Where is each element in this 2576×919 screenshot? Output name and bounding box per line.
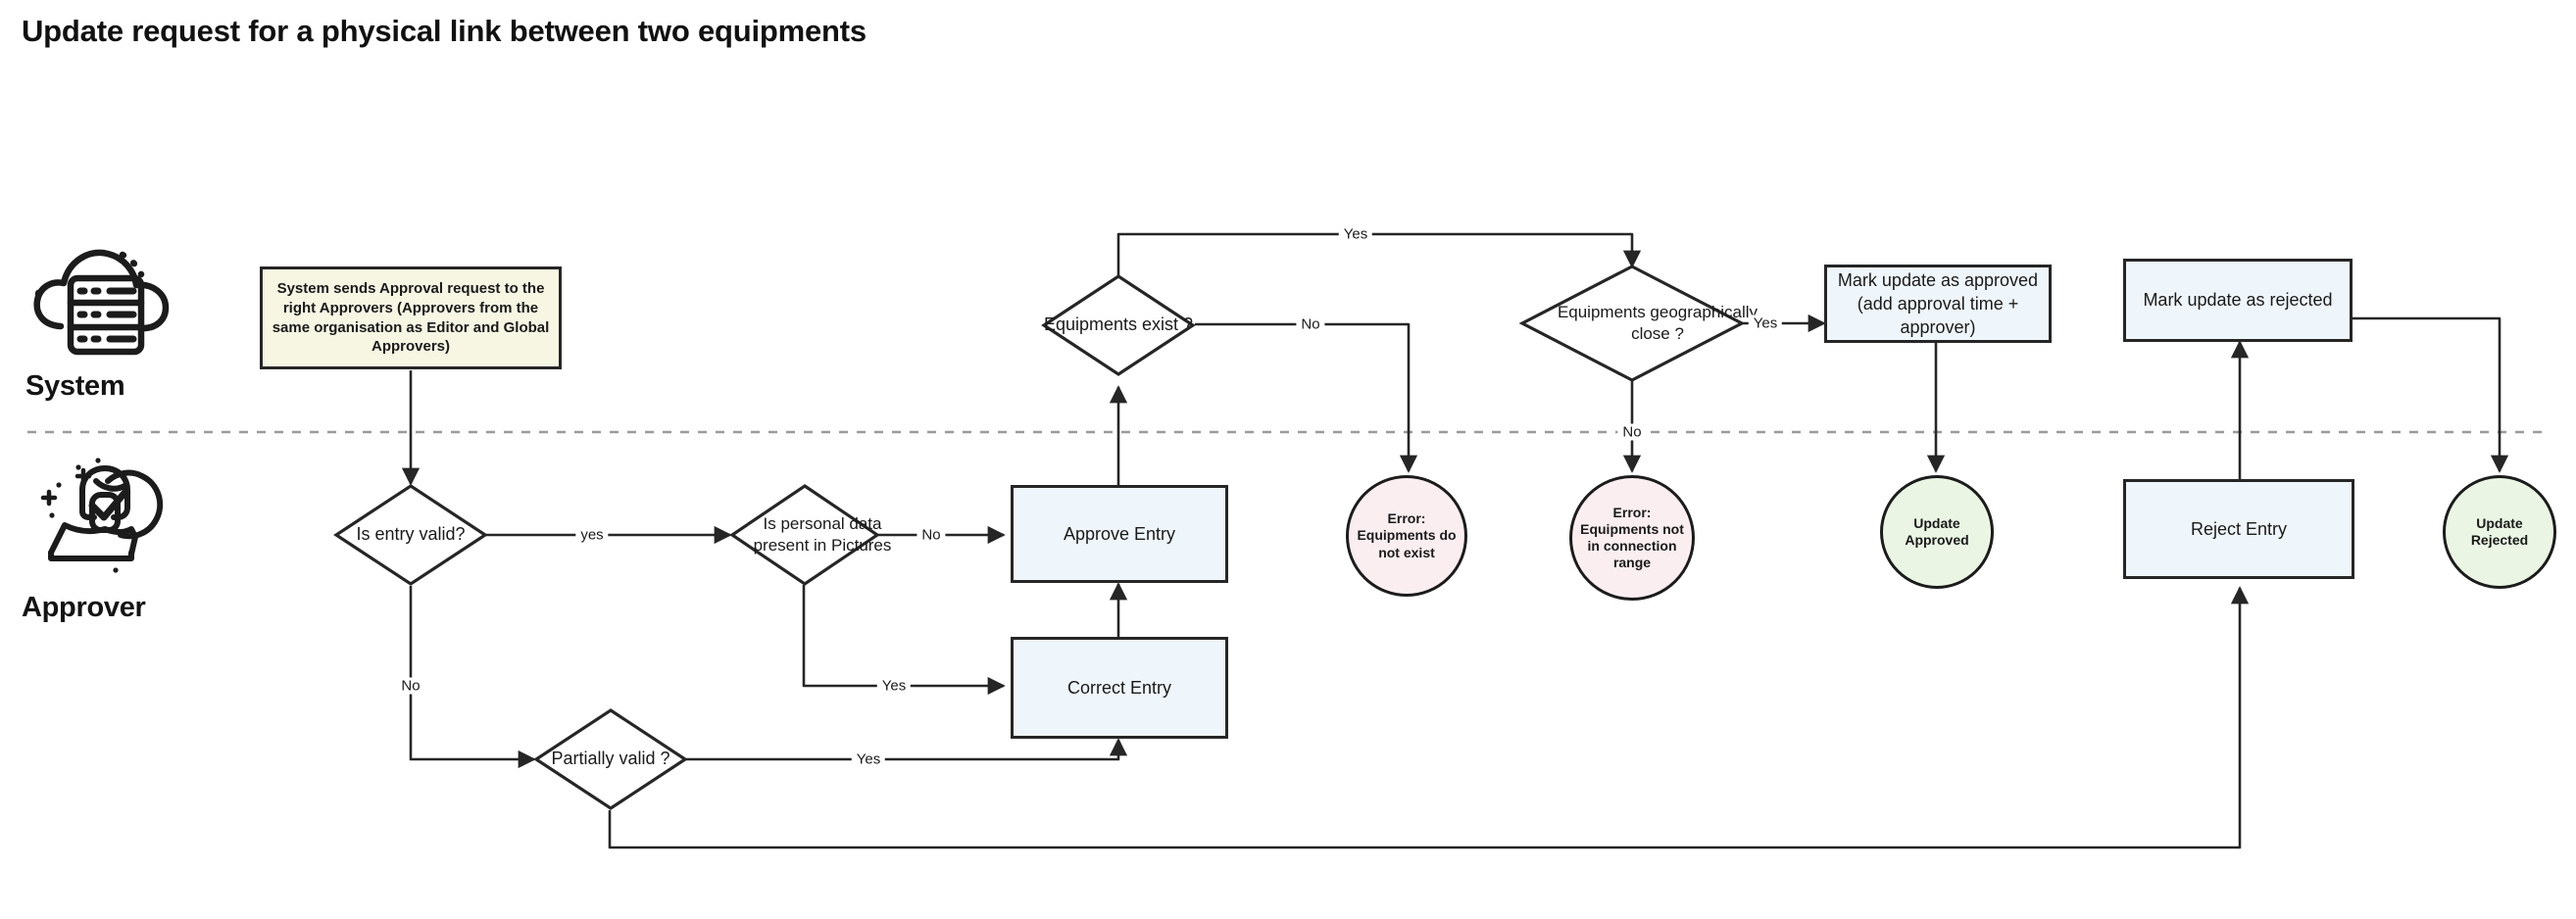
node-update-rejected[interactable]: Update Rejected (2443, 475, 2556, 589)
edge-partiallyvalid-yes (686, 738, 1128, 761)
edge-equipmentsexist-no (1195, 322, 1418, 473)
edge-label-partially-valid-yes: Yes (851, 750, 886, 768)
page-title: Update request for a physical link betwe… (22, 14, 867, 48)
node-partially-valid[interactable]: Partially valid ? (533, 708, 688, 810)
node-mark-update-as-approved[interactable]: Mark update as approved (add approval ti… (1824, 265, 2052, 343)
node-reject-entry[interactable]: Reject Entry (2123, 479, 2354, 579)
edge-label-equipments-exist-no: No (1296, 315, 1325, 333)
edge-markrejected-to-updaterejected (2353, 316, 2509, 473)
edge-partiallyvalid-no (608, 586, 2250, 849)
node-mark-update-as-rejected[interactable]: Mark update as rejected (2123, 259, 2353, 342)
edge-label-equipments-close-no: No (1617, 423, 1647, 441)
edge-isentryvalid-no (409, 586, 536, 769)
node-correct-entry[interactable]: Correct Entry (1011, 637, 1228, 739)
node-update-approved[interactable]: Update Approved (1880, 475, 1994, 589)
node-error-equipments-do-not-exist[interactable]: Error: Equipments do not exist (1346, 475, 1467, 597)
edge-equipmentsexist-yes (1116, 232, 1642, 291)
edge-label-entry-valid-no: No (396, 677, 425, 695)
edge-label-equipments-exist-yes: Yes (1338, 225, 1373, 243)
lane-label-approver: Approver (22, 592, 146, 623)
node-system-note[interactable]: System sends Approval request to the rig… (260, 266, 562, 369)
lane-label-system: System (25, 370, 125, 402)
node-equipments-geographically-close[interactable]: Equipments geographically close ? (1518, 265, 1758, 382)
cloud-server-icon (27, 235, 174, 367)
edge-label-personal-data-no: No (916, 526, 946, 544)
node-is-entry-valid[interactable]: Is entry valid? (333, 484, 488, 586)
node-equipments-exist[interactable]: Equipments exist ? (1041, 274, 1196, 376)
user-approved-icon (22, 451, 178, 588)
node-error-equipments-not-in-connection-range[interactable]: Error: Equipments not in connection rang… (1569, 475, 1695, 601)
edge-label-entry-valid-yes: yes (575, 526, 609, 544)
node-is-personal-data-present[interactable]: Is personal data present in Pictures (729, 484, 891, 586)
edge-label-equipments-close-yes: Yes (1748, 314, 1783, 332)
edge-label-personal-data-yes: Yes (876, 677, 912, 695)
node-approve-entry[interactable]: Approve Entry (1011, 485, 1228, 583)
edge-personaldata-yes (802, 585, 1006, 696)
